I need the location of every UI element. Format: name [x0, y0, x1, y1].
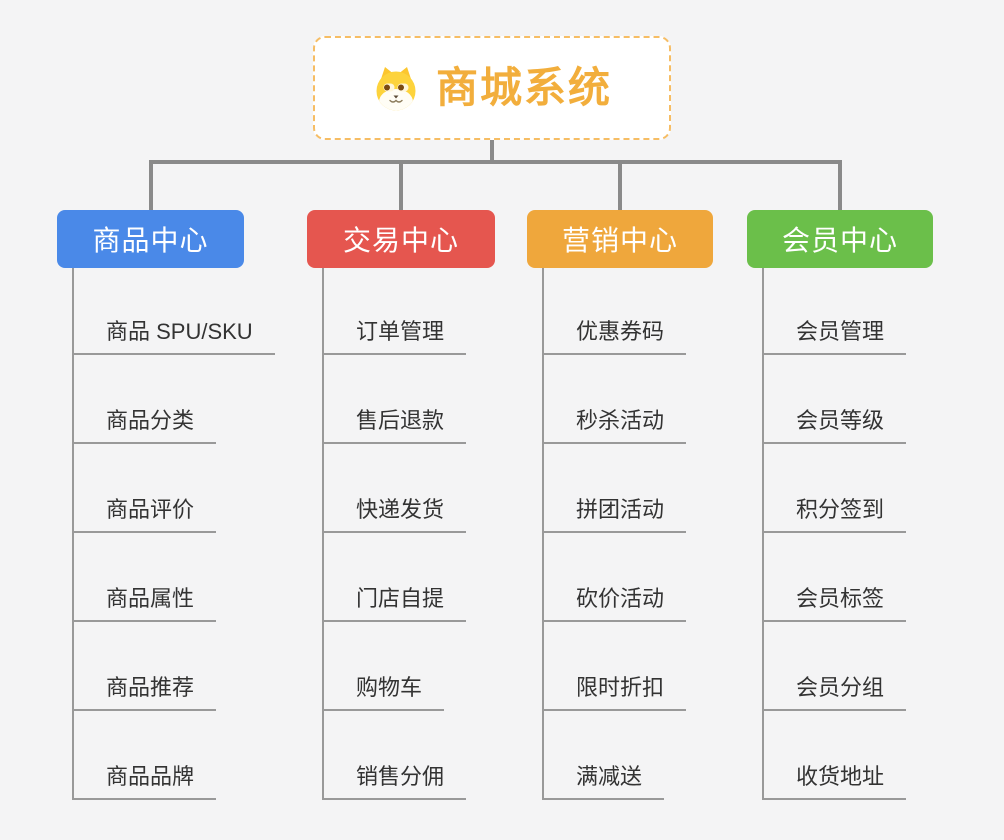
- child-topic-label: 限时折扣: [576, 675, 665, 700]
- child-topic-product-center-2[interactable]: 商品分类: [72, 398, 217, 444]
- connector-line: [490, 140, 494, 164]
- connector-line: [618, 160, 622, 210]
- child-topic-label: 购物车: [356, 675, 423, 700]
- child-topic-label: 收货地址: [796, 764, 885, 789]
- child-topic-label: 秒杀活动: [576, 408, 665, 433]
- branch-node-member-center[interactable]: 会员中心: [747, 210, 933, 268]
- branch-node-marketing-center[interactable]: 营销中心: [527, 210, 713, 268]
- child-topic-product-center-5[interactable]: 商品推荐: [72, 665, 217, 711]
- child-topic-member-center-2[interactable]: 会员等级: [762, 398, 907, 444]
- child-topic-label: 商品推荐: [106, 675, 195, 700]
- child-topic-marketing-center-4[interactable]: 砍价活动: [542, 576, 687, 622]
- child-topic-label: 售后退款: [356, 408, 445, 433]
- child-topic-product-center-6[interactable]: 商品品牌: [72, 754, 217, 800]
- root-node[interactable]: 商城系统: [313, 36, 671, 140]
- child-topic-member-center-6[interactable]: 收货地址: [762, 754, 907, 800]
- child-topic-product-center-3[interactable]: 商品评价: [72, 487, 217, 533]
- child-topic-marketing-center-2[interactable]: 秒杀活动: [542, 398, 687, 444]
- child-topic-trade-center-6[interactable]: 销售分佣: [322, 754, 467, 800]
- child-topic-label: 优惠券码: [576, 319, 665, 344]
- child-topic-label: 销售分佣: [356, 764, 445, 789]
- branch-label: 商品中心: [92, 225, 209, 256]
- child-topic-label: 门店自提: [356, 586, 445, 611]
- child-topic-product-center-4[interactable]: 商品属性: [72, 576, 217, 622]
- child-topic-label: 订单管理: [356, 319, 445, 344]
- child-topic-marketing-center-5[interactable]: 限时折扣: [542, 665, 687, 711]
- child-topic-label: 商品属性: [106, 586, 195, 611]
- child-topic-label: 会员管理: [796, 319, 885, 344]
- child-topic-trade-center-4[interactable]: 门店自提: [322, 576, 467, 622]
- child-topic-trade-center-3[interactable]: 快递发货: [322, 487, 467, 533]
- child-topic-marketing-center-1[interactable]: 优惠券码: [542, 309, 687, 355]
- child-topic-label: 商品 SPU/SKU: [106, 319, 253, 344]
- branch-node-trade-center[interactable]: 交易中心: [307, 210, 495, 268]
- child-topic-member-center-1[interactable]: 会员管理: [762, 309, 907, 355]
- child-topic-label: 商品品牌: [106, 764, 195, 789]
- child-topic-trade-center-2[interactable]: 售后退款: [322, 398, 467, 444]
- child-topic-label: 积分签到: [796, 497, 885, 522]
- child-topic-label: 会员分组: [796, 675, 885, 700]
- branch-node-product-center[interactable]: 商品中心: [57, 210, 244, 268]
- child-topic-label: 砍价活动: [576, 586, 665, 611]
- child-topic-trade-center-5[interactable]: 购物车: [322, 665, 445, 711]
- child-topic-member-center-3[interactable]: 积分签到: [762, 487, 907, 533]
- dog-face-icon: [376, 67, 416, 111]
- connector-line: [148, 160, 842, 164]
- child-topic-member-center-4[interactable]: 会员标签: [762, 576, 907, 622]
- child-spine-line: [72, 268, 74, 800]
- branch-label: 会员中心: [781, 225, 898, 256]
- child-topic-product-center-1[interactable]: 商品 SPU/SKU: [72, 309, 275, 355]
- child-topic-label: 会员等级: [796, 408, 885, 433]
- child-topic-marketing-center-6[interactable]: 满减送: [542, 754, 665, 800]
- child-spine-line: [762, 268, 764, 800]
- connector-line: [148, 160, 153, 210]
- child-topic-label: 会员标签: [796, 586, 885, 611]
- branch-label: 营销中心: [561, 225, 678, 256]
- root-title: 商城系统: [435, 64, 612, 111]
- child-topic-member-center-5[interactable]: 会员分组: [762, 665, 907, 711]
- child-topic-label: 商品评价: [106, 497, 195, 522]
- child-topic-marketing-center-3[interactable]: 拼团活动: [542, 487, 687, 533]
- child-topic-trade-center-1[interactable]: 订单管理: [322, 309, 467, 355]
- child-topic-label: 快递发货: [356, 497, 445, 522]
- child-topic-label: 拼团活动: [576, 497, 665, 522]
- child-spine-line: [542, 268, 544, 800]
- connector-line: [838, 160, 842, 210]
- child-topic-label: 商品分类: [106, 408, 195, 433]
- child-spine-line: [322, 268, 324, 800]
- connector-line: [399, 160, 403, 210]
- branch-label: 交易中心: [342, 225, 459, 256]
- child-topic-label: 满减送: [576, 764, 643, 789]
